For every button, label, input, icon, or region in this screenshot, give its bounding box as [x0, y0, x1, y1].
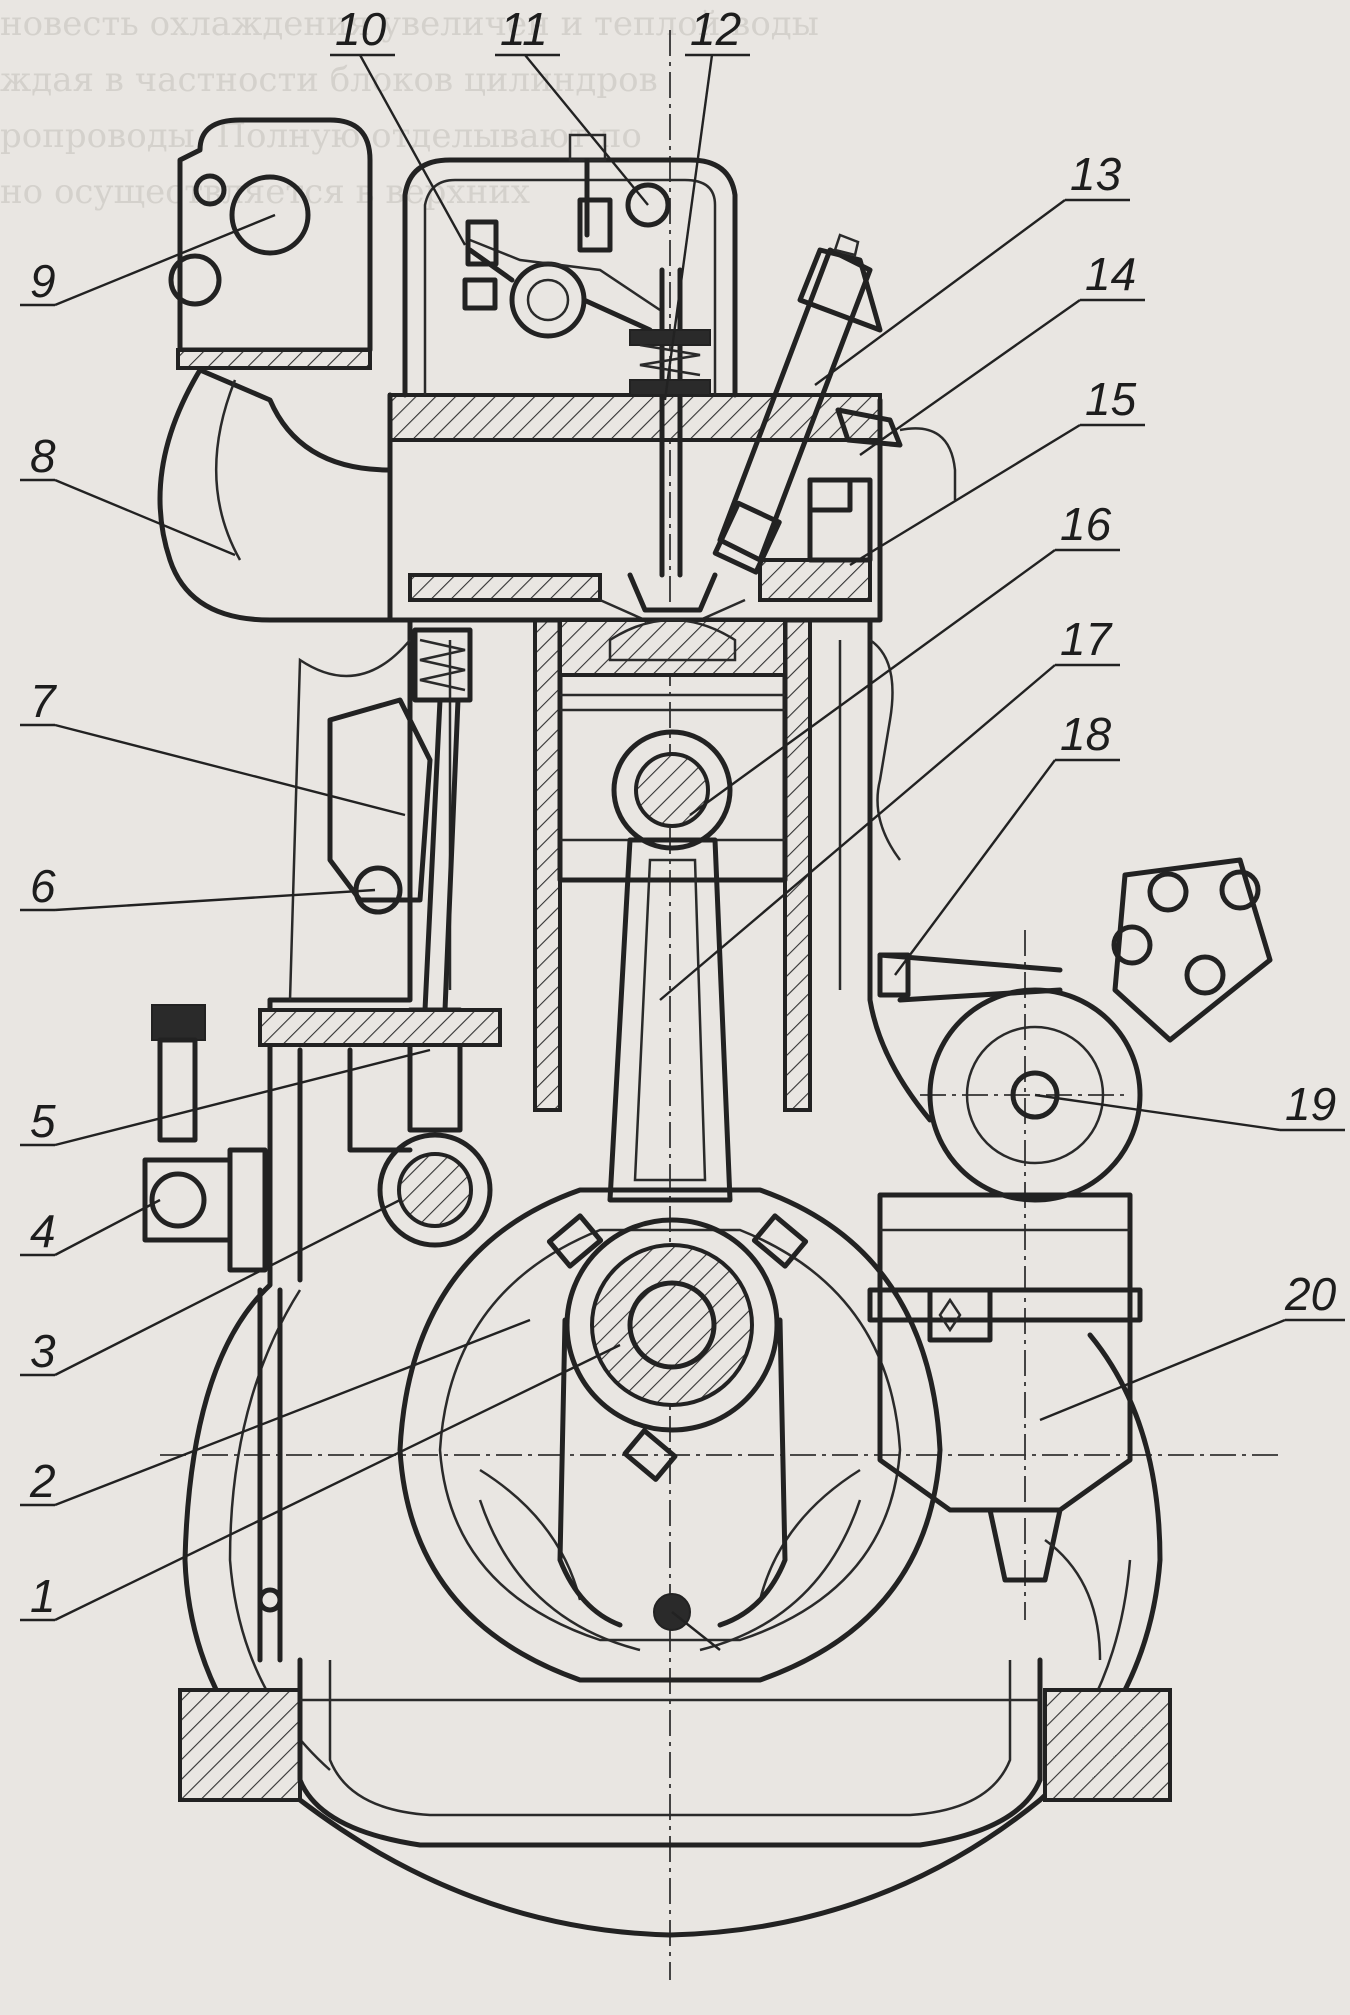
callout-labels: 1 2 3 4 5 6 7 8 9 10 11 12 13 14 15 16 1…	[29, 3, 1337, 1622]
leader-6	[54, 888, 376, 912]
leader-11	[524, 54, 649, 206]
callout-2: 2	[29, 1455, 56, 1507]
leader-4	[54, 1198, 161, 1257]
callout-3: 3	[30, 1325, 56, 1377]
callout-6: 6	[30, 860, 56, 912]
bg-text-line: новесть охлаждения увеличен и теплой вод…	[0, 4, 819, 44]
callout-18: 18	[1060, 708, 1112, 760]
leader-9	[54, 213, 276, 307]
leader-1	[54, 1343, 621, 1622]
callout-15: 15	[1085, 373, 1137, 425]
leader-15	[849, 423, 1081, 567]
callout-11: 11	[500, 3, 548, 55]
leader-19	[1034, 1093, 1281, 1132]
callout-16: 16	[1060, 498, 1112, 550]
leader-18	[894, 759, 1056, 976]
manifold	[157, 117, 393, 623]
fuel-pump	[142, 1004, 283, 1663]
leader-7	[54, 723, 406, 817]
valve-assembly	[627, 267, 718, 613]
callout-4: 4	[30, 1205, 56, 1257]
leader-14	[859, 299, 1081, 456]
bg-text-line: ропроводы. Полную отделывают по	[0, 116, 642, 156]
callout-13: 13	[1070, 148, 1122, 200]
callout-19: 19	[1285, 1078, 1336, 1130]
callout-7: 7	[30, 675, 57, 727]
callout-20: 20	[1284, 1268, 1337, 1320]
callout-17: 17	[1060, 613, 1113, 665]
callout-12: 12	[690, 3, 741, 55]
callout-8: 8	[30, 430, 56, 482]
leader-16	[689, 549, 1056, 816]
leader-17	[659, 664, 1056, 1001]
piston	[557, 617, 788, 883]
leader-12	[663, 54, 714, 401]
leader-13	[814, 199, 1066, 386]
callout-14: 14	[1085, 248, 1136, 300]
leader-8	[54, 478, 236, 557]
leader-3	[54, 1198, 401, 1377]
valvetrain-left	[258, 627, 502, 1283]
pulley-19	[877, 857, 1273, 1203]
leader-10	[358, 54, 467, 246]
fuel-injector	[712, 233, 957, 575]
center-lines	[160, 30, 1280, 1980]
crankcase	[178, 997, 1172, 1938]
oil-filter-assembly	[867, 1192, 1143, 1661]
rocker-arm	[462, 182, 671, 339]
connecting-rod	[546, 837, 809, 1628]
cylinder-block	[267, 617, 933, 1123]
callout-9: 9	[30, 255, 56, 307]
leader-lines	[20, 53, 1345, 1622]
crankshaft-web	[397, 1187, 943, 1683]
bg-text-line: ждая в частности блоков цилиндров	[0, 60, 658, 100]
leader-5	[54, 1048, 431, 1147]
callout-1: 1	[30, 1570, 56, 1622]
callout-10: 10	[335, 3, 387, 55]
leader-20	[1039, 1318, 1286, 1422]
leader-2	[54, 1318, 531, 1507]
callout-5: 5	[30, 1095, 56, 1147]
